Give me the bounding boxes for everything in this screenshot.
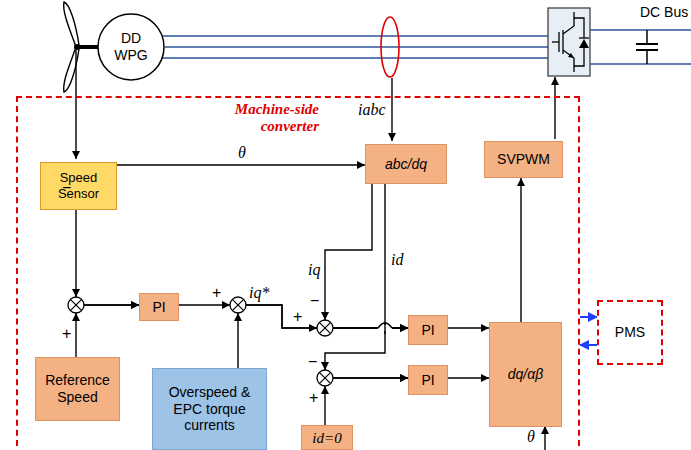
signal-connector: [238, 305, 408, 368]
signal-label: iabc: [358, 100, 386, 119]
pi-controller: PI: [139, 293, 179, 321]
signal-label: θ: [527, 427, 535, 446]
data-link: [580, 344, 597, 346]
signal-connector: [325, 378, 408, 425]
box-label: SVPWM: [497, 151, 550, 168]
sensor-line: [75, 49, 76, 159]
signal-connector: [117, 164, 365, 165]
bus-label: DC Bus: [640, 4, 688, 21]
sign-label: +: [309, 388, 318, 407]
emitter-arrow: [568, 53, 574, 58]
reference-box: id=0: [301, 425, 353, 450]
capacitor-symbol: [636, 30, 658, 64]
modulator-box: SVPWM: [484, 141, 563, 178]
pi-controller: PI: [408, 365, 448, 395]
box-label: PI: [152, 299, 165, 316]
box-label: id=0: [312, 429, 341, 447]
sign-label: −: [308, 352, 317, 371]
generator-circle: DD WPG: [97, 13, 165, 81]
dc-bus-wire: [590, 63, 691, 65]
box-label: PI: [421, 322, 434, 339]
sign-label: −: [62, 178, 71, 197]
signal-connector: [325, 184, 408, 328]
signal-connector: [325, 184, 408, 378]
phase-wire: [162, 35, 548, 37]
igbt-symbol: [552, 12, 589, 72]
signal-connector: [448, 327, 489, 328]
sign-label: +: [212, 283, 221, 302]
box-label: Overspeed & EPC torque currents: [155, 384, 264, 434]
diode-symbol: [579, 39, 589, 48]
transform-box: dq/αβ: [489, 322, 562, 427]
turbine-blade: [64, 47, 79, 92]
gate-signal-line: [554, 77, 555, 139]
signal-label: iq*: [249, 283, 269, 302]
region-title: Machine-side converter: [207, 101, 319, 136]
sign-label: +: [293, 307, 302, 326]
box-label: Speed Sensor: [43, 170, 114, 201]
sign-label: −: [310, 291, 319, 310]
box-label: Reference Speed: [38, 372, 117, 406]
signal-connector: [520, 178, 521, 322]
phase-wire: [162, 57, 548, 59]
box-label: PI: [421, 372, 434, 389]
signal-label: iq: [308, 260, 320, 279]
box-label: abc/dq: [385, 156, 427, 173]
box-label: dq/αβ: [508, 366, 543, 383]
sign-label: +: [62, 324, 71, 343]
phase-wire: [165, 46, 548, 48]
signal-connector: [76, 210, 139, 305]
theta-line: [544, 426, 545, 450]
turbine-blade: [64, 2, 79, 47]
pi-controller: PI: [408, 315, 448, 345]
signal-connector: [448, 377, 489, 378]
dc-bus-wire: [590, 29, 691, 31]
data-link: [580, 316, 597, 318]
signal-connector: [179, 305, 408, 328]
signal-label: id: [391, 250, 403, 269]
sensor-box: Speed Sensor: [40, 162, 117, 210]
current-line: [391, 78, 392, 141]
current-probe: [381, 17, 399, 77]
box-label: PMS: [615, 324, 645, 341]
signal-label: θ: [238, 143, 246, 162]
signal-connector: [76, 305, 139, 357]
transform-box: abc/dq: [365, 144, 447, 184]
box-label: DD WPG: [105, 30, 157, 64]
line-hop: [378, 322, 392, 334]
reference-box: Reference Speed: [35, 357, 120, 421]
hub: [74, 44, 80, 50]
torque-current-box: Overspeed & EPC torque currents: [152, 368, 267, 450]
pms-box: PMS: [597, 300, 663, 365]
converter-region: Machine-side converterSpeed Sensor abc/dq…: [16, 96, 580, 450]
converter-box: [548, 8, 590, 76]
